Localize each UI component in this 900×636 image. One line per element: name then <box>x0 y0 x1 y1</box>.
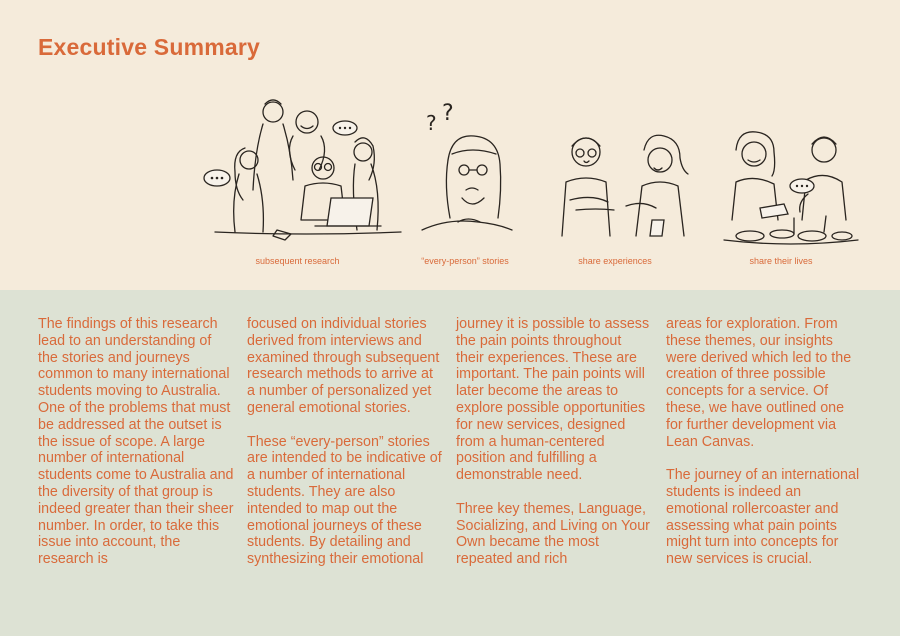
thinking-person-sketch-icon: ? ? <box>421 101 513 231</box>
paragraph: The journey of an international students… <box>666 467 860 568</box>
text-column-2: focused on individual stories derived fr… <box>247 316 443 585</box>
paragraph: areas for exploration. From these themes… <box>666 316 852 450</box>
text-column-3: journey it is possible to assess the pai… <box>456 316 652 585</box>
group-research-sketch-icon <box>203 99 402 241</box>
header-section: Executive Summary <box>0 0 900 290</box>
svg-text:?: ? <box>426 111 437 135</box>
svg-text:?: ? <box>442 101 454 126</box>
paragraph: These “every-person” stories are intende… <box>247 433 442 568</box>
two-people-talking-sketch-icon <box>561 134 689 237</box>
text-column-4: areas for exploration. From these themes… <box>666 316 862 585</box>
paragraph: The findings of this research lead to an… <box>38 316 234 568</box>
caption-share-their-lives: share their lives <box>749 256 813 266</box>
paragraph: journey it is possible to assess the pai… <box>456 316 650 484</box>
two-people-dining-sketch-icon <box>723 131 859 245</box>
caption-every-person-stories: “every-person” stories <box>421 256 509 266</box>
body-section <box>0 290 900 636</box>
caption-share-experiences: share experiences <box>578 256 652 266</box>
text-column-1: The findings of this research lead to an… <box>38 316 234 585</box>
page-title: Executive Summary <box>38 34 261 60</box>
caption-subsequent-research: subsequent research <box>255 256 340 266</box>
paragraph: focused on individual stories derived fr… <box>247 316 440 416</box>
paragraph: Three key themes, Language, Socializing,… <box>456 500 650 568</box>
